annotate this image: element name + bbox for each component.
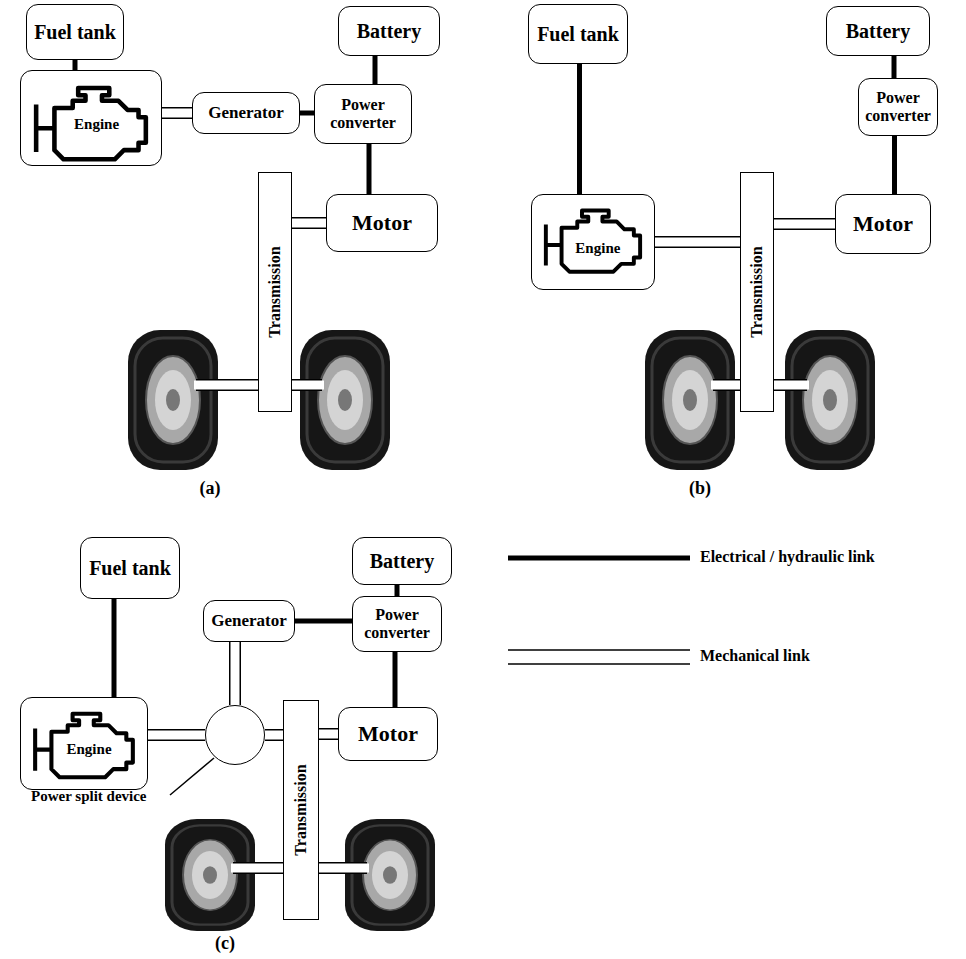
- transmission-box: Transmission: [740, 172, 774, 412]
- process-box: Power converter: [858, 78, 938, 136]
- process-box: Motor: [338, 707, 438, 761]
- node-label: Power converter: [864, 89, 932, 124]
- node-label: Fuel tank: [89, 557, 171, 579]
- process-box: Motor: [326, 194, 438, 252]
- mechanical-link: [265, 735, 283, 736]
- electrical-link: [295, 621, 352, 622]
- wheel: [645, 330, 735, 470]
- engine-box: Engine: [531, 194, 655, 290]
- legend-text: Mechanical link: [700, 647, 810, 665]
- node-label: Battery: [846, 20, 910, 42]
- mechanical-link: [292, 223, 326, 224]
- electrical-link: [369, 144, 370, 194]
- process-box: Fuel tank: [528, 4, 628, 64]
- process-box: Battery: [826, 6, 930, 56]
- node-label: Motor: [352, 211, 412, 235]
- mechanical-link: [148, 735, 205, 736]
- panel-label: (b): [689, 478, 711, 499]
- engine-box: Engine: [20, 70, 162, 166]
- node-label: Engine: [67, 741, 112, 758]
- legend-text: Electrical / hydraulic link: [700, 548, 875, 566]
- panel-label: (a): [200, 478, 221, 499]
- process-box: Power converter: [314, 84, 412, 144]
- wheel: [300, 330, 390, 470]
- leader-line: [170, 758, 214, 795]
- engine-box: Engine: [20, 697, 148, 790]
- mechanical-link: [655, 242, 740, 243]
- process-box: Battery: [338, 6, 440, 56]
- node-label: Power split device: [31, 788, 147, 805]
- wheel: [345, 819, 435, 931]
- mechanical-link: [235, 642, 236, 705]
- process-box: Generator: [192, 92, 300, 134]
- node-label: Power converter: [320, 96, 406, 131]
- mechanical-link: [319, 734, 338, 735]
- node-label: Engine: [74, 115, 119, 132]
- node-label: Transmission: [292, 764, 310, 855]
- wheel: [128, 330, 218, 470]
- wheel: [165, 819, 255, 931]
- node-label: Power converter: [358, 606, 436, 641]
- process-box: Fuel tank: [80, 537, 180, 599]
- process-box: Generator: [203, 600, 295, 642]
- node-label: Fuel tank: [537, 23, 619, 45]
- node-label: Battery: [370, 550, 434, 572]
- electrical-link: [894, 136, 895, 194]
- legend-line-sample: [508, 556, 690, 561]
- node-label: Generator: [211, 612, 287, 631]
- electrical-link: [894, 56, 895, 78]
- process-box: Power converter: [352, 596, 442, 652]
- wheel: [785, 330, 875, 470]
- panel-label: (c): [215, 933, 235, 954]
- electrical-link: [300, 113, 314, 114]
- process-box: Fuel tank: [26, 4, 124, 60]
- electrical-link: [114, 599, 115, 697]
- mechanical-link: [774, 224, 835, 225]
- legend-line-sample: [508, 650, 690, 664]
- mechanical-link: [162, 113, 192, 114]
- node-label: Generator: [208, 104, 284, 123]
- process-box: Battery: [352, 537, 452, 585]
- electrical-link: [75, 60, 76, 70]
- electrical-link: [397, 585, 398, 596]
- electrical-link: [395, 652, 396, 707]
- node-label: Battery: [357, 20, 421, 42]
- node-label: Motor: [853, 212, 913, 236]
- node-label: Engine: [575, 239, 620, 256]
- electrical-link: [375, 56, 376, 84]
- power-split-circle: Power split device: [205, 705, 265, 765]
- node-label: Transmission: [266, 246, 284, 337]
- process-box: Motor: [835, 194, 931, 254]
- transmission-box: Transmission: [283, 700, 319, 920]
- electrical-link: [579, 64, 580, 194]
- transmission-box: Transmission: [258, 172, 292, 412]
- node-label: Fuel tank: [34, 21, 116, 43]
- node-label: Motor: [358, 722, 418, 746]
- node-label: Transmission: [748, 246, 766, 337]
